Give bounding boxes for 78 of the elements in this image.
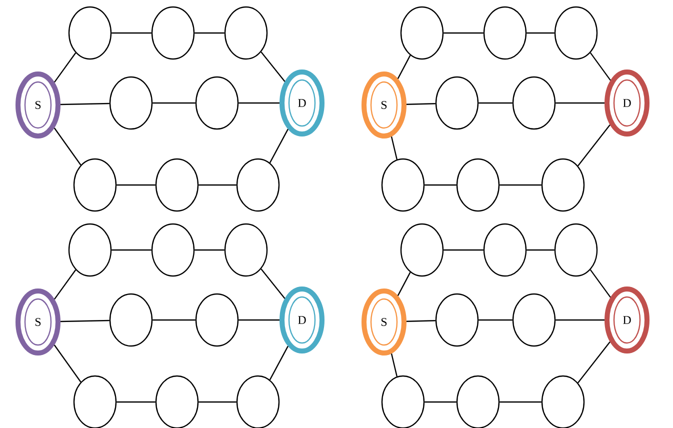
connector-line xyxy=(54,52,76,83)
circle-node xyxy=(512,76,556,130)
connector-line xyxy=(500,401,542,403)
connector-line xyxy=(54,270,76,300)
connector-line xyxy=(390,136,398,160)
ring-node: S xyxy=(16,72,60,138)
ring-node: S xyxy=(16,288,60,356)
ring-node: D xyxy=(280,70,324,136)
connector-line xyxy=(60,320,110,322)
circle-node xyxy=(195,76,239,130)
connector-line xyxy=(112,249,152,251)
circle-node xyxy=(554,223,598,277)
ring-node: S xyxy=(362,72,406,138)
circle-node xyxy=(195,293,239,347)
connector-line xyxy=(406,103,436,105)
connector-line xyxy=(500,184,542,186)
circle-node xyxy=(109,76,153,130)
ring-node: D xyxy=(604,286,650,354)
connector-line xyxy=(578,341,610,384)
connector-line xyxy=(478,319,512,321)
connector-line xyxy=(152,319,196,321)
connector-line xyxy=(526,249,554,251)
connector-line xyxy=(54,128,82,166)
circle-node xyxy=(151,223,195,277)
circle-node xyxy=(109,293,153,347)
circle-node xyxy=(554,6,598,60)
connector-line xyxy=(444,32,484,34)
circle-node xyxy=(541,158,585,212)
circle-node xyxy=(456,158,500,212)
connector-line xyxy=(116,184,156,186)
circle-node xyxy=(400,6,444,60)
circle-node xyxy=(435,76,479,130)
connector-line xyxy=(590,52,611,81)
ring-node: D xyxy=(604,70,650,136)
circle-node xyxy=(151,6,195,60)
circle-node xyxy=(224,223,268,277)
connector-line xyxy=(424,401,456,403)
ring-node: D xyxy=(280,286,324,354)
circle-node xyxy=(381,158,425,212)
connector-line xyxy=(238,319,280,321)
circle-node xyxy=(512,293,556,347)
circle-node xyxy=(435,293,479,347)
circle-node xyxy=(68,223,112,277)
circle-node xyxy=(68,6,112,60)
connector-line xyxy=(260,268,286,299)
connector-line xyxy=(194,249,224,251)
circle-node xyxy=(400,223,444,277)
circle-node xyxy=(483,6,527,60)
connector-line xyxy=(406,320,436,322)
connector-line xyxy=(198,401,236,403)
connector-line xyxy=(590,269,611,298)
connector-line xyxy=(397,55,411,79)
circle-node xyxy=(483,223,527,277)
connector-line xyxy=(260,52,286,82)
connector-line xyxy=(194,32,224,34)
connector-line xyxy=(556,102,604,104)
ring-node: S xyxy=(362,288,406,356)
connector-line xyxy=(198,184,236,186)
connector-line xyxy=(424,184,456,186)
connector-line xyxy=(269,128,288,164)
connector-line xyxy=(54,344,82,382)
connector-line xyxy=(112,32,152,34)
connector-line xyxy=(478,102,512,104)
connector-line xyxy=(116,401,156,403)
connector-line xyxy=(269,346,288,380)
circle-node xyxy=(236,158,280,212)
connector-line xyxy=(444,249,484,251)
connector-line xyxy=(152,102,196,104)
connector-line xyxy=(390,353,398,377)
connector-line xyxy=(397,272,411,296)
connector-line xyxy=(60,102,110,106)
circle-node xyxy=(224,6,268,60)
circle-node xyxy=(155,158,199,212)
circle-node xyxy=(73,158,117,212)
connector-line xyxy=(238,102,280,104)
connector-line xyxy=(526,32,554,34)
connector-line xyxy=(578,124,610,166)
connector-line xyxy=(556,319,604,321)
